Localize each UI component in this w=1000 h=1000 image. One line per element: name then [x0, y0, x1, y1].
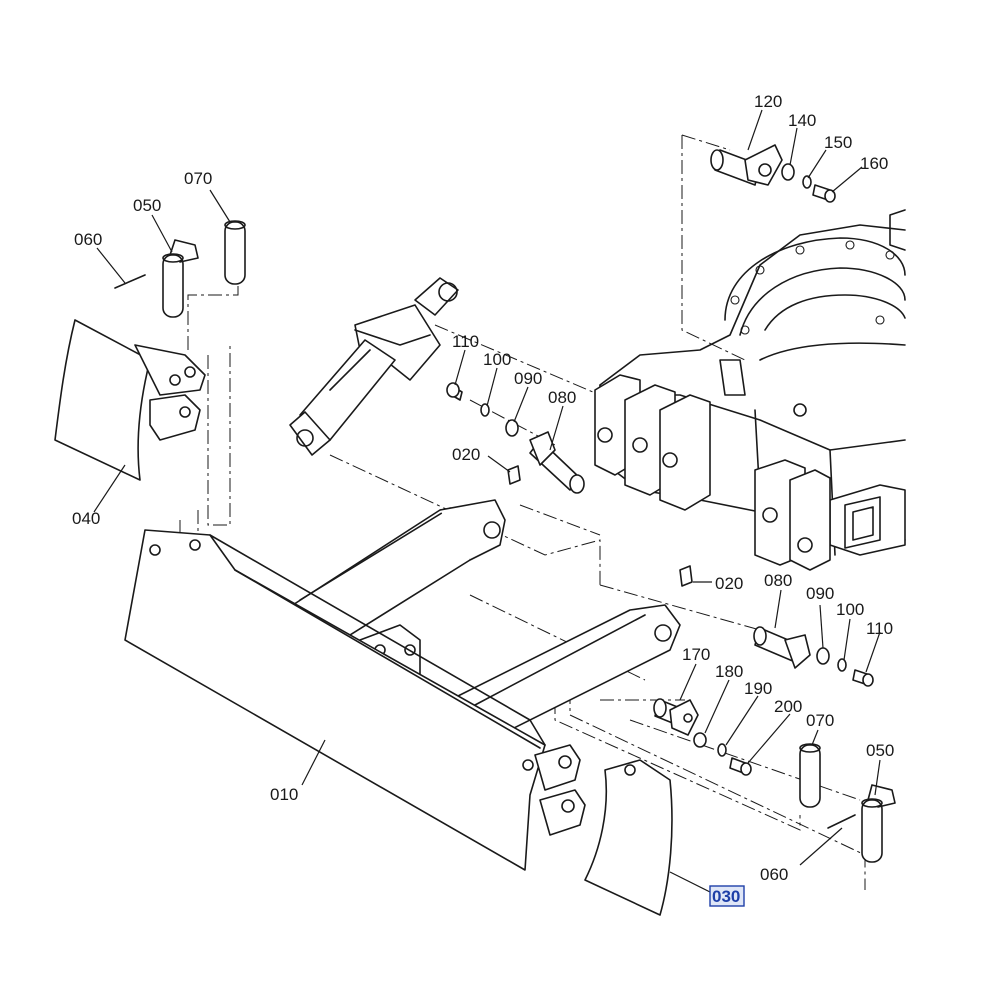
label-060-left[interactable]: 060 — [74, 230, 102, 249]
label-110-bottom[interactable]: 110 — [866, 619, 893, 638]
blade-cylinder — [289, 277, 459, 456]
label-090-top[interactable]: 090 — [514, 369, 542, 388]
label-170[interactable]: 170 — [682, 645, 710, 664]
label-190[interactable]: 190 — [744, 679, 772, 698]
grease-fitting-020-top — [507, 465, 521, 485]
label-010[interactable]: 010 — [270, 785, 298, 804]
part-labels: 120 140 150 160 070 050 060 110 100 090 … — [72, 92, 894, 907]
washer-100-top — [480, 403, 490, 417]
label-020-bottom[interactable]: 020 — [715, 574, 743, 593]
label-120[interactable]: 120 — [754, 92, 782, 111]
bolt-110-top — [446, 382, 463, 401]
label-140[interactable]: 140 — [788, 111, 816, 130]
label-080-top[interactable]: 080 — [548, 388, 576, 407]
label-030[interactable]: 030 — [712, 887, 740, 906]
washer-140 — [781, 163, 795, 181]
side-wing-030 — [584, 759, 673, 916]
side-wing-040 — [54, 319, 206, 481]
leader-lines — [93, 109, 881, 893]
label-050-right[interactable]: 050 — [866, 741, 894, 760]
label-200[interactable]: 200 — [774, 697, 802, 716]
pin-080-bottom — [753, 626, 811, 669]
bolt-200 — [729, 757, 752, 776]
label-070-right[interactable]: 070 — [806, 711, 834, 730]
label-100-top[interactable]: 100 — [483, 350, 511, 369]
label-020-top[interactable]: 020 — [452, 445, 480, 464]
washer-100-bottom — [837, 658, 847, 672]
pin-120 — [710, 144, 783, 186]
label-060-right[interactable]: 060 — [760, 865, 788, 884]
machine-frame — [594, 209, 906, 571]
label-100-bottom[interactable]: 100 — [836, 600, 864, 619]
washer-090-top — [505, 419, 519, 437]
washer-190 — [717, 743, 727, 757]
pin-070-right — [799, 743, 821, 808]
label-150[interactable]: 150 — [824, 133, 852, 152]
label-080-bottom[interactable]: 080 — [764, 571, 792, 590]
grease-fitting-020-bottom — [679, 565, 693, 587]
pin-060-left — [114, 274, 146, 289]
washer-150 — [802, 175, 812, 189]
blade-assembly-010 — [124, 499, 681, 871]
label-070-left[interactable]: 070 — [184, 169, 212, 188]
label-180[interactable]: 180 — [715, 662, 743, 681]
pin-080-top — [529, 431, 585, 494]
bolt-110-bottom — [852, 669, 874, 687]
washer-180 — [693, 732, 707, 748]
pin-050-right — [861, 784, 896, 863]
label-110-top[interactable]: 110 — [452, 332, 479, 351]
washer-090-bottom — [816, 647, 830, 665]
pin-050-left — [162, 239, 199, 318]
label-090-bottom[interactable]: 090 — [806, 584, 834, 603]
label-050-left[interactable]: 050 — [133, 196, 161, 215]
label-160[interactable]: 160 — [860, 154, 888, 173]
pin-070-left — [224, 220, 246, 285]
pin-170 — [653, 698, 699, 736]
label-030-highlight-box — [709, 885, 745, 907]
label-040[interactable]: 040 — [72, 509, 100, 528]
bolt-160 — [812, 184, 836, 203]
pin-060-right — [827, 814, 856, 829]
